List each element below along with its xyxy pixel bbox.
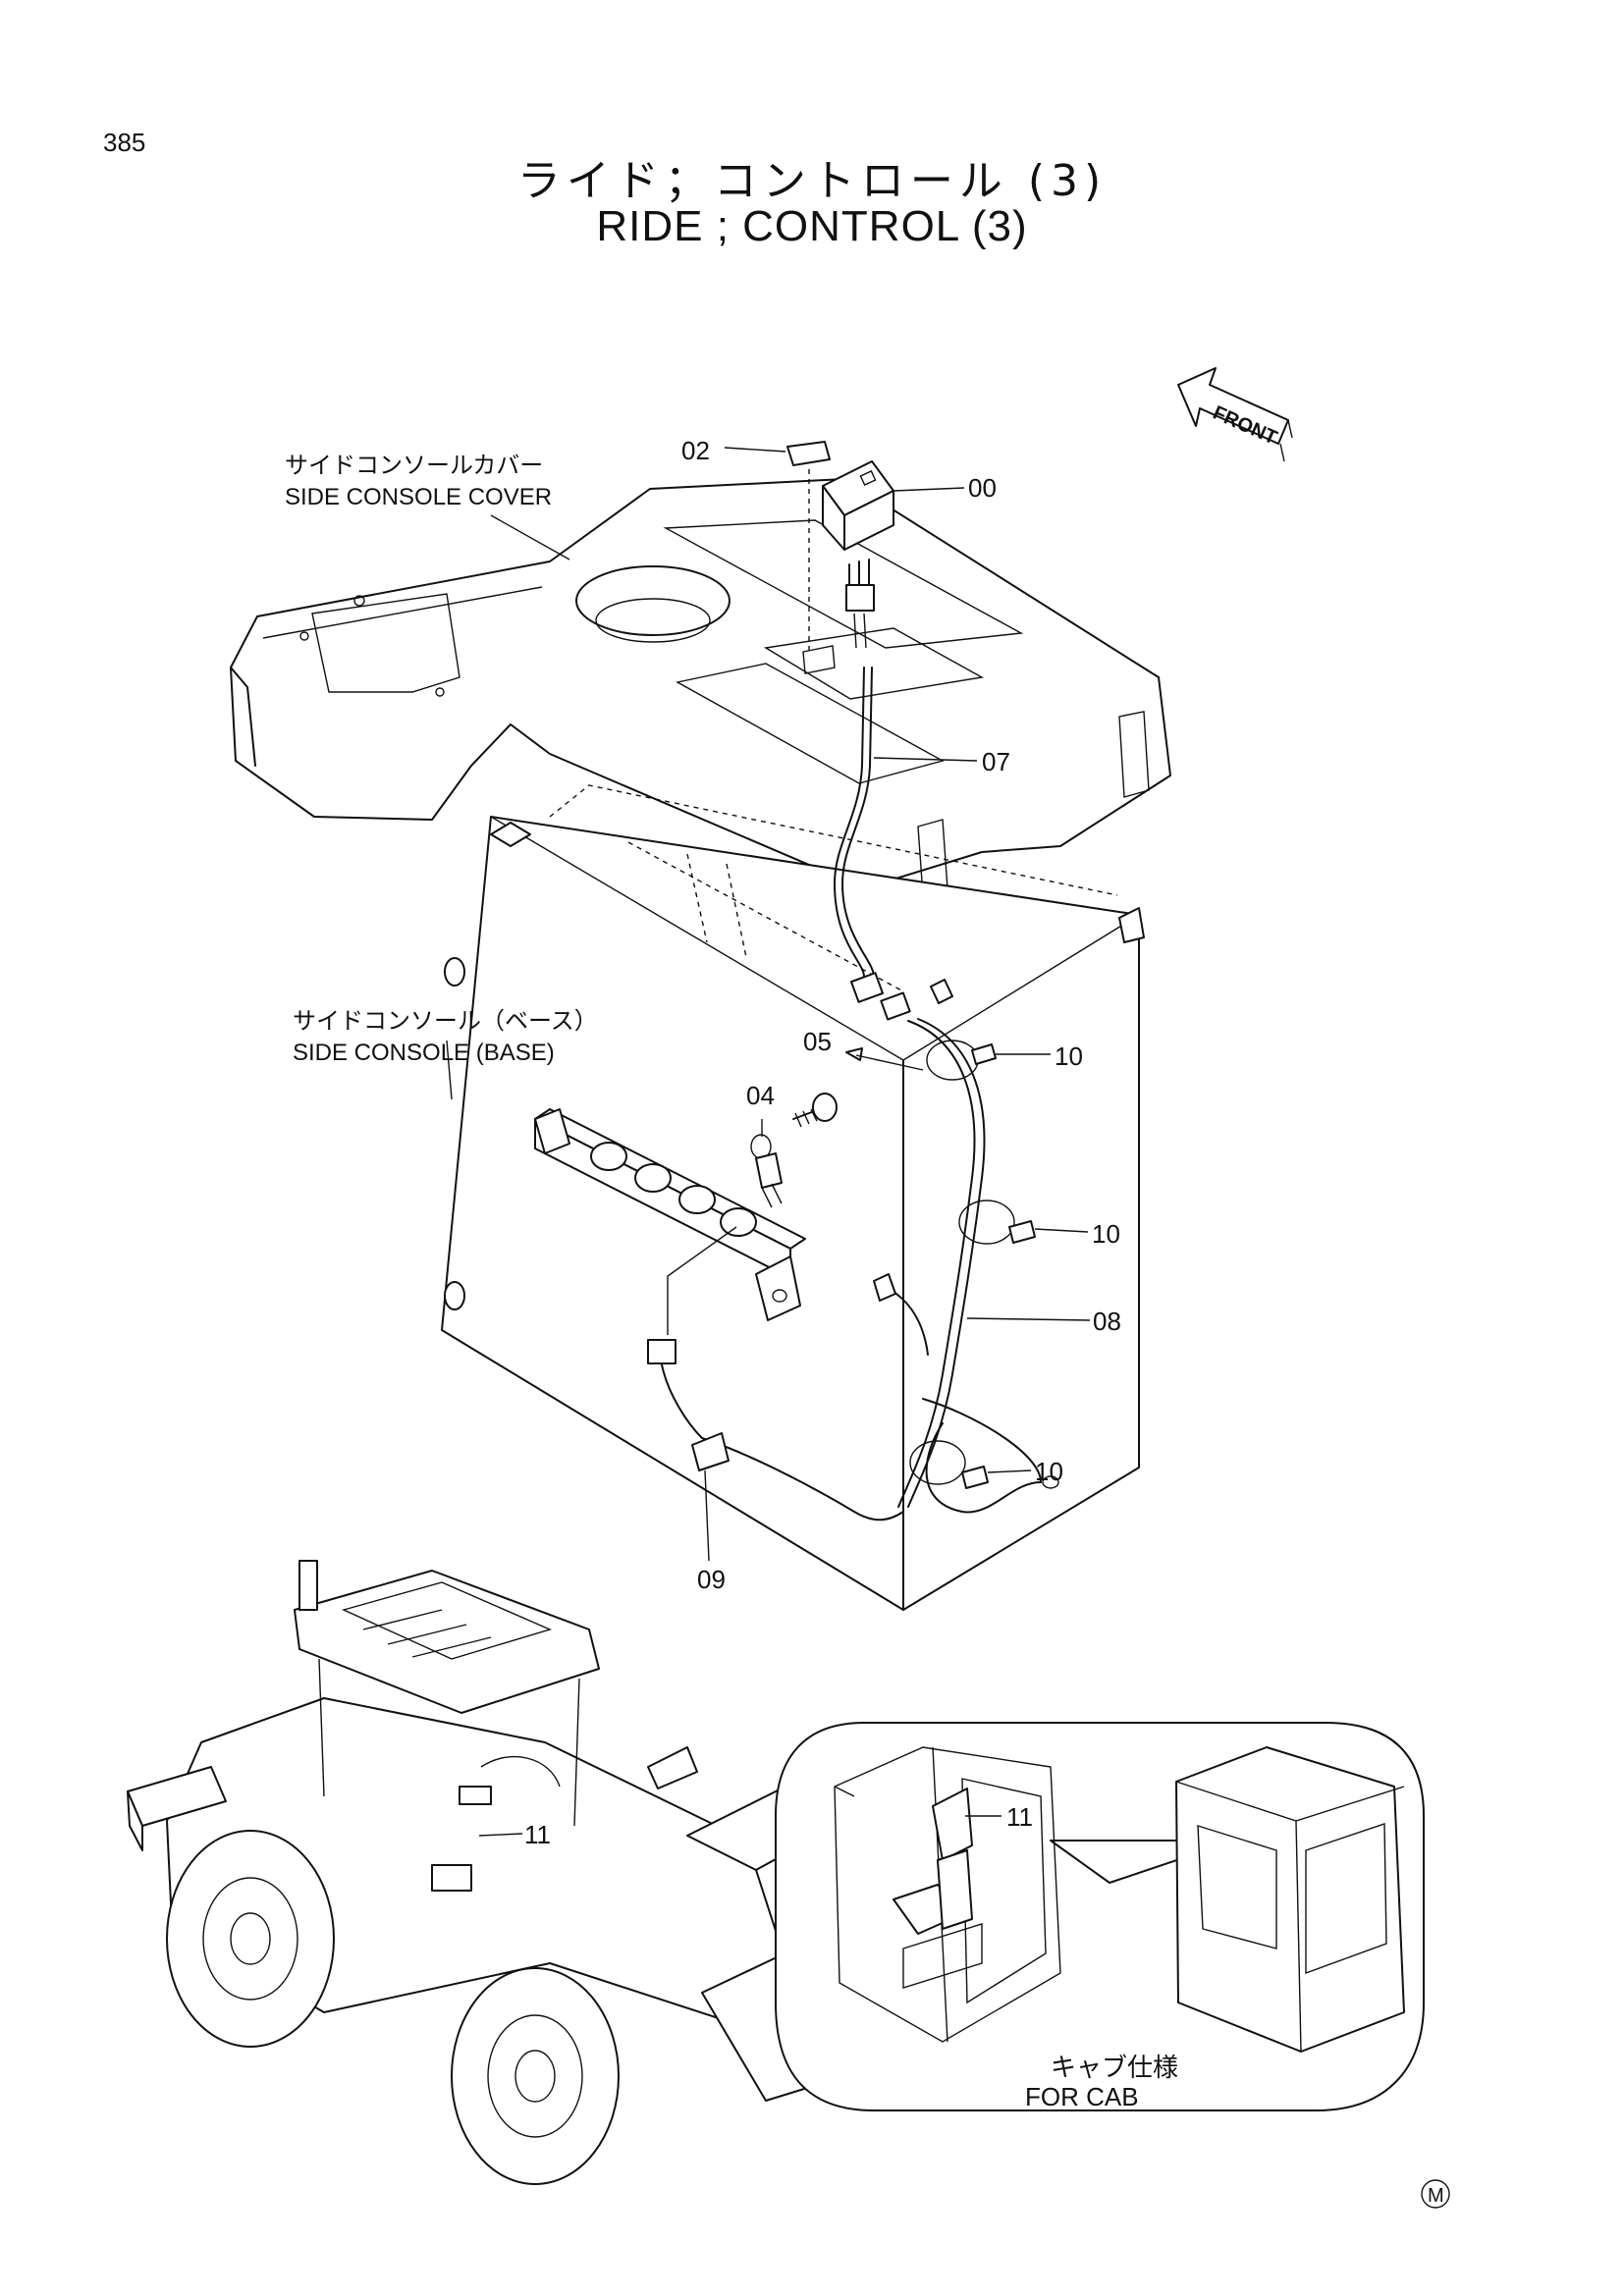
callout-05: 05 [803, 1027, 832, 1056]
base-label-japanese: サイドコンソール（ベース） [293, 1008, 598, 1035]
harness-09: 09 [691, 1432, 904, 1594]
cab-label-japanese: キャブ仕様 [1051, 2053, 1178, 2082]
cover-label-japanese: サイドコンソールカバー [285, 453, 543, 479]
harness-07: 07 [834, 667, 1010, 1003]
callout-10-upper: 10 [1055, 1041, 1083, 1071]
callout-04: 04 [746, 1081, 775, 1110]
leader-base [446, 1040, 453, 1100]
label-part: 02 [681, 436, 836, 674]
front-arrow: FRONT [1177, 367, 1293, 462]
page-title-japanese: ライド；コントロール (3) [516, 156, 1108, 206]
callout-09: 09 [697, 1565, 726, 1594]
harness-08: 08 [873, 979, 1121, 1514]
screw-05: 05 [803, 1027, 924, 1071]
relay-04: 04 [746, 1081, 838, 1208]
clamp-10-lower: 10 [909, 1440, 1063, 1489]
callout-08: 08 [1093, 1307, 1121, 1336]
callout-00: 00 [968, 473, 997, 503]
relay-bracket [534, 1108, 806, 1439]
clamp-10-upper: 10 [926, 1040, 1083, 1081]
wheel-loader: 11 [127, 1560, 855, 2185]
m-mark-letter: M [1428, 2185, 1444, 2207]
callout-11-loader: 11 [524, 1820, 551, 1849]
callout-11-cab: 11 [1006, 1802, 1033, 1832]
callout-10-middle: 10 [1092, 1219, 1120, 1249]
cab-inset: 11 キャブ仕様 FOR CAB [775, 1722, 1425, 2111]
leader-cover [490, 514, 570, 561]
clamp-10-middle: 10 [958, 1200, 1120, 1249]
callout-07: 07 [982, 747, 1010, 776]
callout-02: 02 [681, 436, 710, 465]
cab-label-english: FOR CAB [1025, 2082, 1139, 2111]
cover-label-english: SIDE CONSOLE COVER [285, 484, 552, 510]
base-label-english: SIDE CONSOLE (BASE) [293, 1040, 555, 1066]
switch-assembly: 00 [822, 460, 997, 649]
side-console-base [441, 784, 1145, 1611]
page-number: 385 [103, 128, 146, 157]
side-console-cover [230, 478, 1171, 896]
page-title-english: RIDE ; CONTROL (3) [596, 202, 1028, 250]
callout-10-lower: 10 [1035, 1457, 1063, 1486]
m-mark: M [1421, 2179, 1450, 2209]
